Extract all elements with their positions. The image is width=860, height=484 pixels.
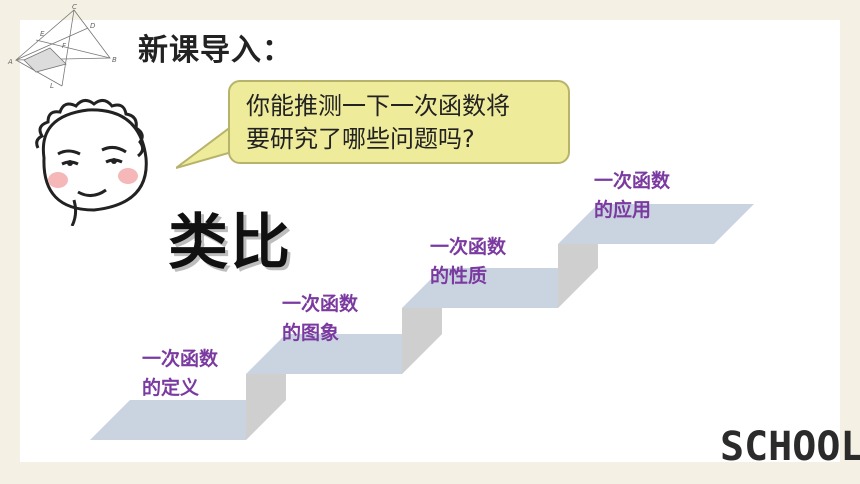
step-3-line-2: 的性质 (430, 265, 488, 287)
step-3-line-1: 一次函数 (430, 236, 507, 258)
bubble-text: 你能推测一下一次函数将 要研究了哪些问题吗? (246, 90, 562, 156)
school-watermark: SCHOOL (720, 424, 860, 470)
step-2-label: 一次函数 的图象 (282, 290, 358, 348)
analogy-label: 类比 (168, 208, 292, 278)
geo-label-d: D (90, 22, 96, 30)
geometry-figure-icon: C D E F A B L (7, 3, 117, 90)
step-2-line-2: 的图象 (282, 322, 340, 344)
step-4-line-1: 一次函数 (594, 170, 671, 192)
step-1-line-1: 一次函数 (142, 348, 219, 370)
geo-label-c: C (72, 3, 77, 11)
thinking-face-icon (35, 99, 148, 226)
step-3-top (402, 268, 598, 308)
geo-label-a: A (7, 58, 13, 66)
step-2-top (246, 334, 442, 374)
step-2-line-1: 一次函数 (282, 293, 359, 315)
geo-label-e: E (40, 30, 45, 38)
geo-label-b: B (112, 56, 117, 64)
step-2-riser (402, 308, 442, 374)
step-1-label: 一次函数 的定义 (142, 345, 218, 403)
step-4-label: 一次函数 的应用 (594, 167, 670, 225)
step-3-label: 一次函数 的性质 (430, 233, 506, 291)
bubble-line-1: 你能推测一下一次函数将 (246, 92, 510, 120)
geo-label-f: F (62, 42, 67, 50)
step-1-riser (246, 374, 286, 440)
speech-bubble: 你能推测一下一次函数将 要研究了哪些问题吗? (228, 80, 570, 164)
step-4-top (558, 204, 754, 244)
bubble-line-2: 要研究了哪些问题吗? (246, 125, 475, 153)
step-1-line-2: 的定义 (142, 377, 200, 399)
page-title: 新课导入： (138, 33, 293, 68)
step-3-riser (558, 244, 598, 308)
step-1-top (90, 400, 286, 440)
geo-label-l: L (50, 82, 54, 90)
step-4-line-2: 的应用 (594, 199, 652, 221)
